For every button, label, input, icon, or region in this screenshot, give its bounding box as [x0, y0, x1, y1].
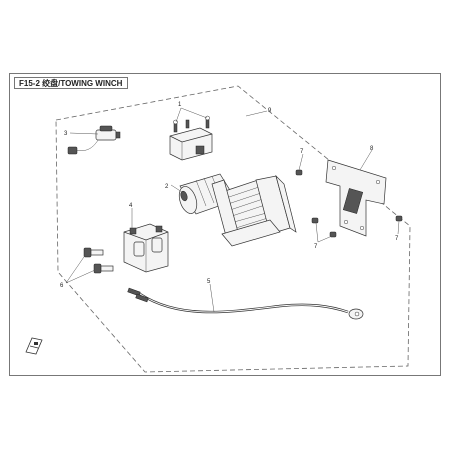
callout-6: 6: [60, 283, 64, 289]
part-3-relay-assembly: [67, 125, 121, 155]
part-8-mounting-plate: [325, 159, 387, 237]
part-6-bolts: [83, 247, 114, 274]
part-1-control-box: [169, 115, 213, 161]
callout-7b: 7: [314, 244, 318, 250]
assembly-boundary: [55, 85, 411, 373]
diagram-title: F15-2 绞盘/TOWING WINCH: [19, 78, 123, 88]
orientation-arrow-icon: [25, 337, 43, 355]
callout-8: 8: [370, 146, 374, 152]
callout-7c: 7: [395, 236, 399, 242]
callout-4: 4: [129, 203, 133, 209]
part-4-bracket: [123, 223, 169, 273]
title-box: [14, 77, 128, 89]
callout-2: 2: [165, 184, 169, 190]
callout-7a: 7: [300, 149, 304, 155]
callout-1: 1: [178, 102, 182, 108]
leader-lines: [65, 107, 400, 313]
part-7-screws: [295, 169, 403, 238]
callout-3: 3: [64, 131, 68, 137]
part-5-cable: [127, 287, 364, 320]
callout-5: 5: [207, 279, 211, 285]
callout-9: 9: [268, 108, 272, 114]
part-2-winch: [178, 173, 297, 247]
